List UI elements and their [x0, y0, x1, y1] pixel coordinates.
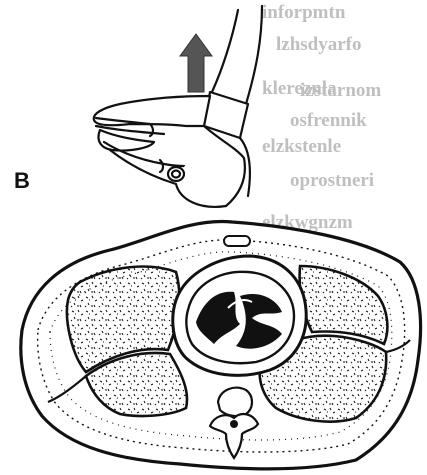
up-arrow-icon — [180, 34, 212, 92]
svg-text:lzhsdyarfo: lzhsdyarfo — [276, 34, 362, 55]
panel-label: B — [14, 170, 30, 192]
svg-text:osfrennik: osfrennik — [290, 110, 367, 131]
thorax-cross-section — [21, 222, 421, 469]
sternum — [224, 236, 250, 246]
svg-text:elzkstenle: elzkstenle — [262, 136, 341, 157]
svg-text:izstarnom: izstarnom — [300, 80, 381, 101]
svg-text:oprostneri: oprostneri — [290, 170, 374, 191]
stacked-hands-icon — [94, 6, 262, 207]
svg-text:inforpmtn: inforpmtn — [262, 2, 346, 23]
